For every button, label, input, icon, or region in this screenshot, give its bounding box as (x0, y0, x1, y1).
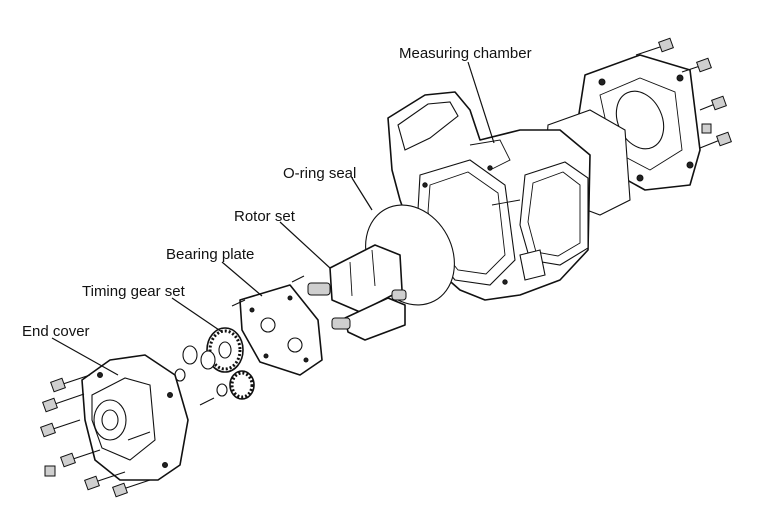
rear-bolts (635, 37, 732, 149)
leader-rotor-set (279, 221, 331, 269)
end-cover (81, 354, 189, 481)
label-rotor-set: Rotor set (234, 208, 296, 225)
timing-gear-set (174, 327, 255, 406)
leader-o-ring-seal (351, 177, 373, 211)
leader-measuring-chamber (467, 61, 495, 144)
leader-timing-gear-set (171, 297, 223, 333)
end-cover-bolts (40, 374, 151, 498)
label-end-cover: End cover (22, 323, 90, 340)
label-measuring-chamber: Measuring chamber (399, 45, 532, 62)
label-bearing-plate: Bearing plate (166, 246, 254, 263)
leader-bearing-plate (221, 261, 263, 297)
bearing-plate-screws (231, 275, 305, 307)
label-timing-gear-set: Timing gear set (82, 283, 186, 300)
bearing-plate (239, 284, 323, 376)
leader-end-cover (51, 337, 119, 376)
label-o-ring-seal: O-ring seal (283, 165, 356, 182)
rotor-set (307, 244, 407, 341)
